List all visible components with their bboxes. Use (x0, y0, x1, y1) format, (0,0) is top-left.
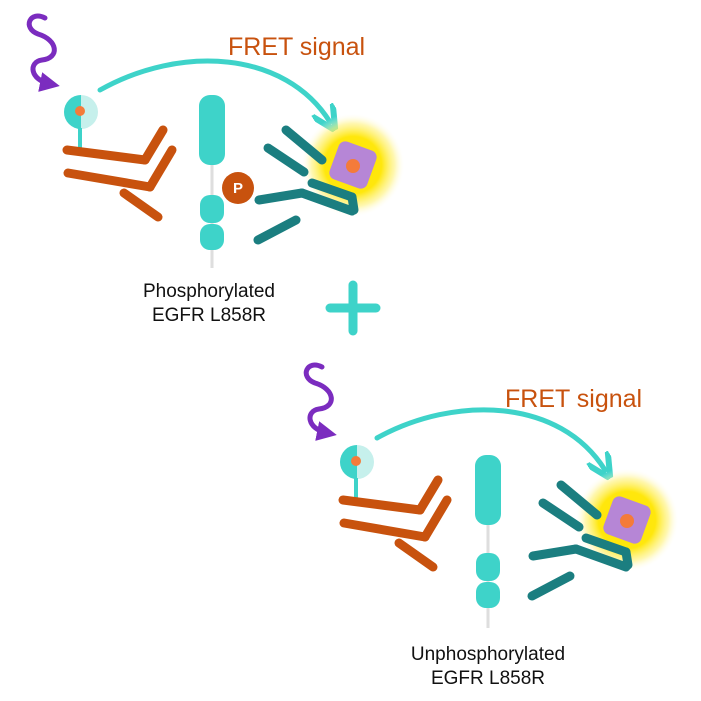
donor-antibody-icon (338, 475, 452, 572)
caption-line: EGFR L858R (151, 305, 267, 326)
caption-unphosphorylated: Unphosphorylated EGFR L858R (378, 643, 598, 691)
plus-icon (325, 280, 381, 336)
phospho-badge: P (222, 172, 254, 204)
donor-antibody-icon (62, 125, 177, 222)
caption-phosphorylated: Phosphorylated EGFR L858R (99, 280, 319, 328)
fret-signal-label: FRET signal (505, 385, 642, 413)
caption-line: Unphosphorylated (410, 644, 566, 665)
caption-line: Phosphorylated (142, 281, 276, 302)
egfr-receptor-icon (475, 455, 501, 628)
excitation-wave-icon (303, 362, 337, 441)
donor-fluorophore-icon (64, 95, 98, 148)
panel-phosphorylated: FRET signal (26, 13, 405, 268)
acceptor-fluorophore-icon (603, 496, 651, 544)
donor-fluorophore-icon (340, 445, 374, 498)
acceptor-antibody-icon (527, 480, 633, 601)
egfr-receptor-icon (199, 95, 225, 268)
panel-unphosphorylated: FRET signal (303, 362, 679, 628)
fret-arrow-icon (374, 407, 605, 470)
excitation-wave-icon (26, 13, 60, 92)
caption-line: EGFR L858R (430, 668, 546, 689)
acceptor-fluorophore-icon (329, 141, 377, 189)
phospho-letter: P (233, 180, 243, 197)
fret-signal-label: FRET signal (228, 33, 365, 61)
acceptor-antibody-icon (253, 125, 359, 245)
fret-arrow-icon (97, 58, 330, 122)
